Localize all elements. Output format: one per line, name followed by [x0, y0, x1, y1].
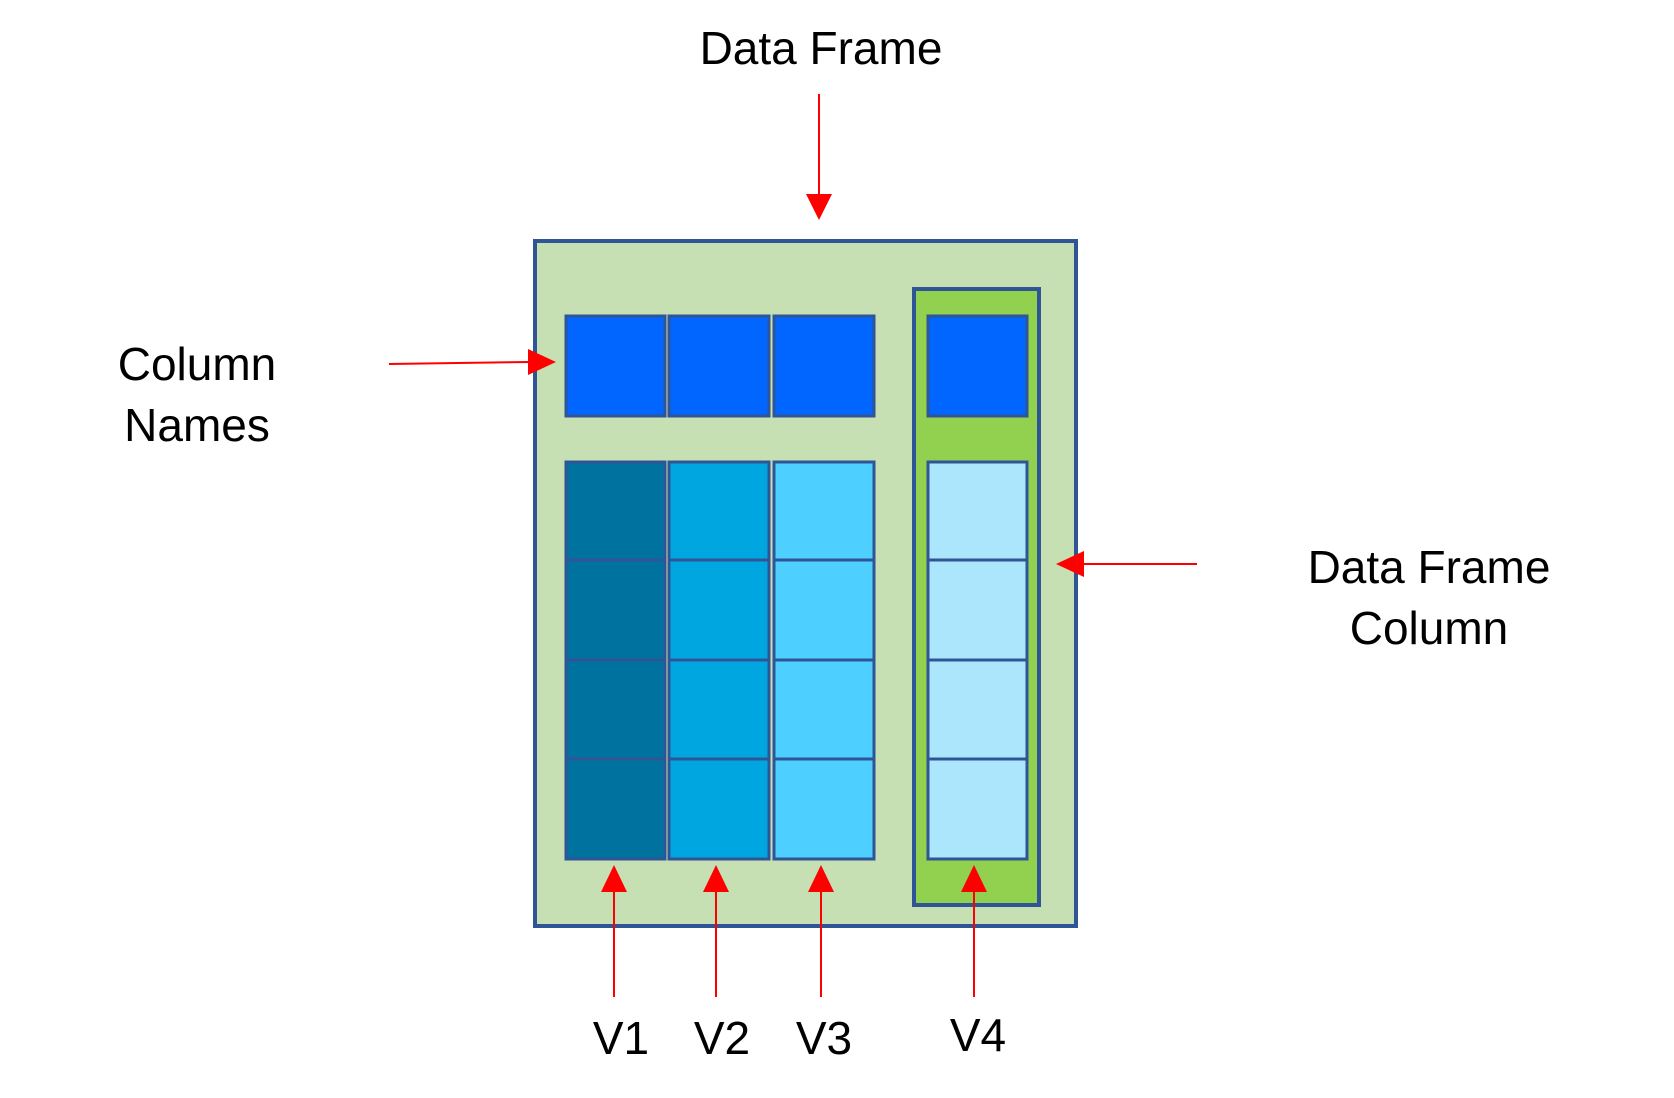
- arrow-v3: [808, 865, 834, 997]
- label-v3: V3: [796, 1012, 852, 1064]
- arrow-data-frame-column: [1056, 551, 1197, 577]
- label-data-frame-column-line2: Column: [1350, 602, 1509, 654]
- data-cell-v1-row3: [564, 658, 667, 761]
- arrow-v1: [601, 865, 627, 997]
- header-cell-v4: [926, 314, 1029, 418]
- data-cell-v1-row4: [564, 757, 667, 861]
- data-cell-v3-row4: [772, 757, 876, 861]
- data-cell-v3-row2: [772, 558, 876, 662]
- label-column-names-line2: Names: [124, 399, 270, 451]
- data-cell-v2-row3: [667, 658, 771, 761]
- label-data-frame-column-line1: Data Frame: [1308, 541, 1551, 593]
- data-cell-v1-row1: [564, 460, 667, 562]
- data-cell-v3-row1: [772, 460, 876, 562]
- header-cell-v2: [667, 314, 771, 418]
- header-cell-v3: [772, 314, 876, 418]
- data-cell-v4-row1: [926, 460, 1029, 562]
- data-cell-v4-row4: [926, 757, 1029, 861]
- data-cell-v4-row2: [926, 558, 1029, 662]
- label-data-frame: Data Frame: [700, 22, 943, 74]
- arrow-v4: [961, 865, 987, 997]
- data-cell-v2-row1: [667, 460, 771, 562]
- data-cell-v1-row2: [564, 558, 667, 662]
- label-v1: V1: [593, 1012, 649, 1064]
- data-cell-v2-row2: [667, 558, 771, 662]
- label-v4: V4: [950, 1009, 1006, 1061]
- arrow-column-names: [388, 349, 556, 375]
- arrow-data-frame: [806, 94, 832, 220]
- header-cell-v1: [564, 314, 667, 418]
- arrow-v2: [703, 865, 729, 997]
- data-cell-v3-row3: [772, 658, 876, 761]
- label-column-names-line1: Column: [118, 338, 277, 390]
- label-v2: V2: [694, 1012, 750, 1064]
- data-cell-v2-row4: [667, 757, 771, 861]
- data-cell-v4-row3: [926, 658, 1029, 761]
